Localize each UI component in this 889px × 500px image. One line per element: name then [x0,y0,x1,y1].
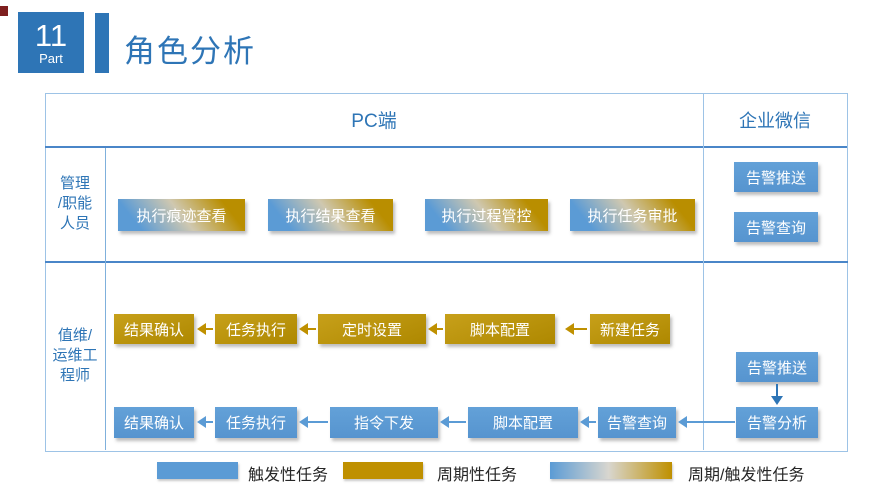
row-label-management: 管理 /职能 人员 [57,175,93,232]
blue-flow-result-confirm: 结果确认 [114,407,194,438]
legend-label-periodic: 周期性任务 [437,467,518,484]
label-column-line [105,148,106,450]
arrow-left-icon [580,416,596,428]
part-number: 11 [34,17,68,53]
legend-swatch-trigger [157,462,238,479]
arrow-left-icon [299,416,328,428]
title-accent-bar [95,13,109,73]
gold-flow-new-task: 新建任务 [590,314,670,344]
gold-flow-timer-setting: 定时设置 [318,314,426,344]
page-title: 角色分析 [124,34,256,69]
alert-push-row1: 告警推送 [734,162,818,192]
task-exec-approval: 执行任务审批 [570,199,695,231]
column-header-wechat: 企业微信 [739,110,811,131]
legend-swatch-periodic [343,462,423,479]
row-label-ops-engineer: 值维/ 运维工 程师 [52,327,98,384]
blue-flow-task-execute: 任务执行 [215,407,297,438]
task-exec-process-control: 执行过程管控 [425,199,548,231]
arrow-left-icon [428,323,443,335]
row-divider-line [45,261,848,263]
gold-flow-task-execute: 任务执行 [215,314,297,344]
arrow-left-icon [299,323,316,335]
blue-flow-script-config: 脚本配置 [468,407,578,438]
gold-flow-result-confirm: 结果确认 [114,314,194,344]
role-table-frame [45,93,848,452]
legend-label-trigger: 触发性任务 [248,467,329,484]
arrow-left-icon [565,323,587,335]
arrow-down-icon [771,384,783,405]
arrow-left-icon [197,323,213,335]
column-header-pc: PC端 [351,111,397,132]
corner-mark [0,6,8,16]
part-label: Part [39,50,63,66]
wechat-column-line [703,93,704,450]
arrow-left-icon [440,416,466,428]
task-exec-result-view: 执行结果查看 [268,199,393,231]
blue-flow-command-dispatch: 指令下发 [330,407,438,438]
task-exec-trace-view: 执行痕迹查看 [118,199,245,231]
arrow-left-icon [678,416,735,428]
header-divider-line [45,146,847,148]
legend-swatch-mixed [550,462,672,479]
part-number-box: 11 Part [18,12,84,73]
legend-label-mixed: 周期/触发性任务 [688,467,805,484]
alert-analysis: 告警分析 [736,407,818,438]
gold-flow-script-config: 脚本配置 [445,314,555,344]
arrow-left-icon [197,416,213,428]
alert-query-row1: 告警查询 [734,212,818,242]
blue-flow-alert-query: 告警查询 [598,407,676,438]
alert-push-row2: 告警推送 [736,352,818,382]
